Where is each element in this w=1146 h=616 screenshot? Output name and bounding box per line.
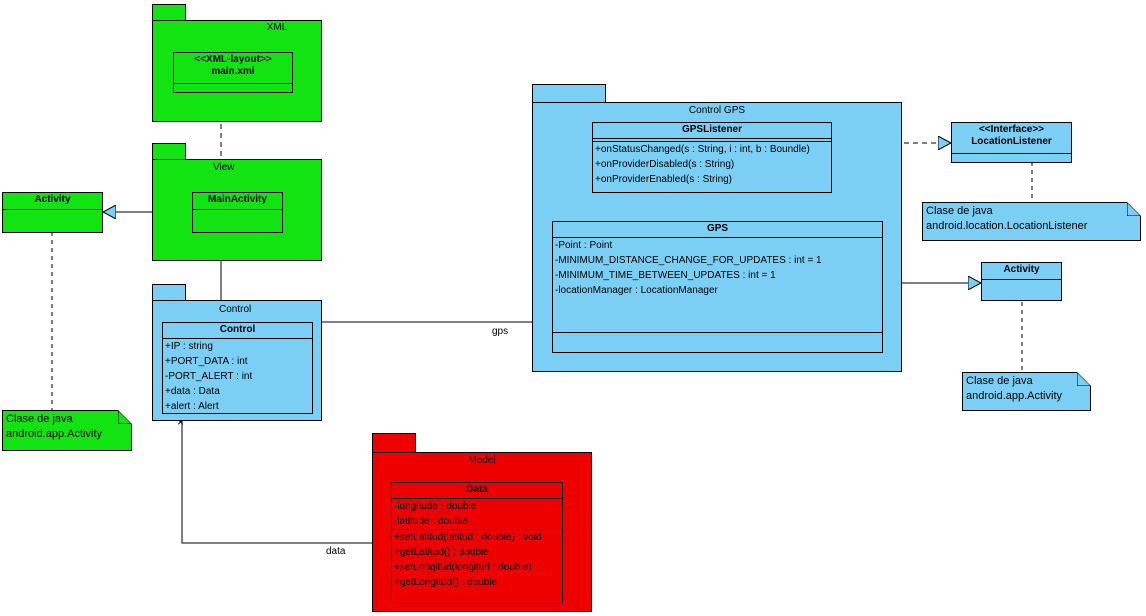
- class-activity-right-name: Activity: [982, 263, 1061, 280]
- package-model-name: Model: [468, 455, 496, 466]
- note-left-line1: Clase de java: [6, 413, 73, 425]
- class-data-name: Data: [392, 483, 562, 499]
- operation: +onProviderDisabled(s : String): [595, 159, 735, 170]
- class-control-attributes: +IP : string +PORT_DATA : int -PORT_ALER…: [163, 339, 312, 413]
- operation: +onProviderEnabled(s : String): [595, 174, 733, 185]
- edge-label-gps: gps: [492, 326, 509, 337]
- class-gps-attributes: -Point : Point -MINIMUM_DISTANCE_CHANGE_…: [553, 238, 882, 333]
- class-gpslistener[interactable]: GPSListener +onStatusChanged(s : String,…: [592, 122, 832, 193]
- interface-locationlistener-name: LocationListener: [971, 136, 1052, 147]
- class-gps[interactable]: GPS -Point : Point -MINIMUM_DISTANCE_CHA…: [552, 221, 883, 353]
- class-gps-name: GPS: [553, 222, 882, 238]
- note-fold-icon: [1127, 202, 1141, 216]
- note-right-line1: Clase de java: [966, 375, 1033, 387]
- attribute: +PORT_DATA : int: [165, 356, 248, 367]
- attribute: -Point : Point: [555, 240, 613, 251]
- package-view-name: View: [213, 162, 235, 173]
- attribute: -longitude : double: [394, 501, 477, 512]
- class-gpslistener-operations: +onStatusChanged(s : String, i : int, b …: [593, 142, 831, 187]
- class-main-xml[interactable]: <<XML-layout>> main.xml: [173, 52, 293, 93]
- class-data-attributes: -longitude : double -latitude : double: [392, 499, 562, 530]
- note-fold-icon: [1077, 372, 1091, 386]
- package-xml[interactable]: XML: [152, 20, 322, 122]
- operation: +getLongitud() : double: [394, 577, 498, 588]
- package-control-gps-tab: [532, 84, 606, 103]
- attribute: +alert : Alert: [165, 401, 219, 412]
- svg-text:×: ×: [177, 415, 184, 429]
- note-top-right[interactable]: Clase de java android.location.LocationL…: [922, 202, 1141, 241]
- class-activity-right[interactable]: Activity: [981, 262, 1062, 301]
- operation: +onStatusChanged(s : String, i : int, b …: [595, 144, 810, 155]
- attribute: -MINIMUM_TIME_BETWEEN_UPDATES : int = 1: [555, 270, 776, 281]
- package-view-tab: [152, 143, 186, 160]
- attribute: +IP : string: [165, 341, 213, 352]
- note-fold-icon: [118, 410, 132, 424]
- attribute: -PORT_ALERT : int: [165, 371, 253, 382]
- association-control-data: [181, 414, 391, 543]
- interface-locationlistener[interactable]: <<Interface>> LocationListener: [951, 122, 1072, 163]
- class-control-name: Control: [163, 323, 312, 339]
- operation: +setLatitud(latitud : double) : void: [394, 532, 542, 543]
- attribute: -locationManager : LocationManager: [555, 285, 718, 296]
- attribute: -latitude : double: [394, 516, 468, 527]
- operation: +setLongitud(longitud : double) : ...: [394, 562, 549, 573]
- edge-label-data: data: [326, 546, 346, 557]
- note-left[interactable]: Clase de java android.app.Activity: [2, 410, 132, 451]
- class-activity-left[interactable]: Activity: [2, 192, 103, 233]
- note-right[interactable]: Clase de java android.app.Activity: [962, 372, 1091, 411]
- class-main-xml-stereotype: <<XML-layout>>: [194, 54, 272, 65]
- note-top-right-line1: Clase de java: [926, 205, 993, 217]
- package-control-tab: [152, 284, 186, 301]
- operation: +getLatitud() : double: [394, 547, 489, 558]
- class-mainactivity-name: MainActivity: [193, 193, 282, 210]
- package-xml-name: XML: [266, 22, 288, 33]
- note-top-right-line2: android.location.LocationListener: [926, 220, 1088, 232]
- class-control[interactable]: Control +IP : string +PORT_DATA : int -P…: [162, 322, 313, 414]
- attribute: +data : Data: [165, 386, 220, 397]
- package-control-name: Control: [219, 304, 252, 315]
- class-data-operations: +setLatitud(latitud : double) : void +ge…: [392, 530, 562, 590]
- attribute: -MINIMUM_DISTANCE_CHANGE_FOR_UPDATES : i…: [555, 255, 822, 266]
- package-control-gps-name: Control GPS: [688, 105, 746, 116]
- class-mainactivity[interactable]: MainActivity: [192, 192, 283, 233]
- package-model-tab: [372, 433, 416, 453]
- note-left-line2: android.app.Activity: [6, 428, 102, 440]
- class-gpslistener-name: GPSListener: [593, 123, 831, 139]
- class-activity-left-name: Activity: [3, 193, 102, 210]
- note-right-line2: android.app.Activity: [966, 390, 1062, 402]
- class-main-xml-name: main.xml: [211, 66, 255, 77]
- class-data[interactable]: Data -longitude : double -latitude : dou…: [391, 482, 563, 604]
- package-xml-tab: [152, 4, 186, 21]
- interface-locationlistener-stereotype: <<Interface>>: [978, 124, 1045, 135]
